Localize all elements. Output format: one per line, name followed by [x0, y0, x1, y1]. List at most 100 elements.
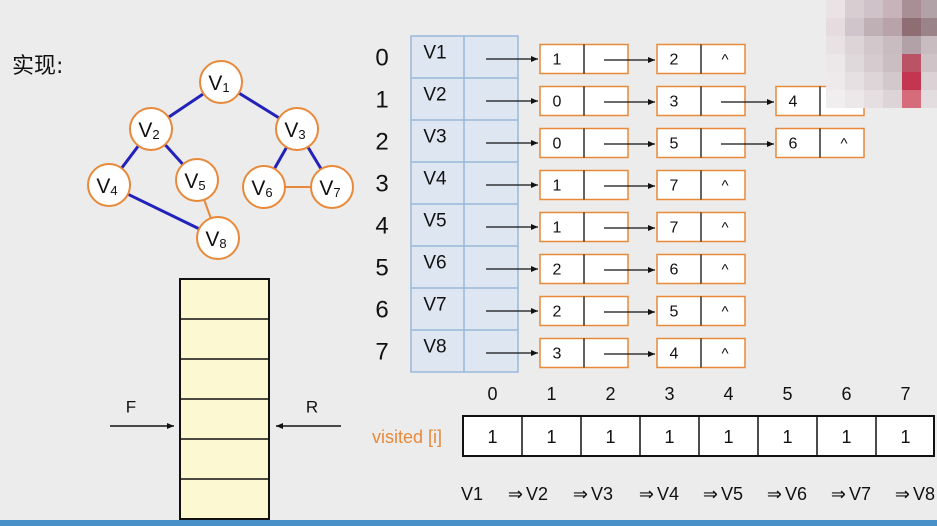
blur-cell [864, 0, 884, 18]
blur-cell [826, 72, 846, 90]
traversal-step: V7 [849, 484, 871, 504]
traversal-arrow: ⇒ [895, 484, 910, 504]
visited-cell-value: 1 [900, 427, 910, 447]
list-node-null: ^ [840, 136, 847, 153]
list-node: 2^ [656, 43, 746, 75]
vertex-label: V8 [205, 228, 226, 251]
blur-cell [902, 90, 922, 108]
graph-vertex-v1: V1 [199, 60, 243, 104]
row-index-label: 5 [375, 255, 388, 282]
blur-cell [864, 90, 884, 108]
vertex-label-subscript: 7 [333, 185, 340, 200]
visited-cell-value: 1 [841, 427, 851, 447]
vertex-label-base: V [284, 119, 298, 142]
vertex-label-subscript: 3 [298, 127, 305, 142]
vertex-label-subscript: 5 [198, 178, 205, 193]
list-node: 6^ [775, 127, 865, 159]
list-node-value: 4 [670, 346, 679, 363]
vertex-circle [87, 163, 131, 207]
visited-cell-value: 1 [782, 427, 792, 447]
graph-vertex-v7: V7 [310, 165, 354, 209]
list-node: 0 [539, 127, 655, 159]
vertex-cell: V1 [423, 43, 446, 64]
vertex-circle [242, 165, 286, 209]
list-node-null: ^ [721, 262, 728, 279]
traversal-step: V2 [526, 484, 548, 504]
list-node-value: 6 [789, 136, 798, 153]
traversal-arrow: ⇒ [767, 484, 782, 504]
list-node-value: 0 [553, 136, 562, 153]
blur-cell [845, 18, 865, 36]
vertex-cell: V4 [423, 169, 447, 190]
visited-cell-value: 1 [487, 427, 497, 447]
blur-cell [864, 18, 884, 36]
blur-cell [826, 90, 846, 108]
slide-title: 实现: [12, 54, 64, 79]
visited-index-label: 2 [605, 384, 615, 404]
list-node-value: 7 [670, 178, 679, 195]
list-node-null: ^ [721, 346, 728, 363]
vertex-circle [129, 107, 173, 151]
graph-vertex-v2: V2 [129, 107, 173, 151]
vertex-label-base: V [96, 175, 110, 198]
row-index-label: 6 [375, 297, 388, 324]
graph-vertex-v5: V5 [175, 158, 219, 202]
vertex-label-subscript: 6 [265, 185, 272, 200]
traversal-arrow: ⇒ [508, 484, 523, 504]
list-node: 0 [539, 85, 655, 117]
blur-cell [921, 54, 937, 72]
blur-cell [845, 36, 865, 54]
blur-cell [902, 0, 922, 18]
blur-cell [845, 54, 865, 72]
traversal-arrow: ⇒ [573, 484, 588, 504]
blur-cell [883, 36, 903, 54]
traversal-step: V5 [721, 484, 743, 504]
vertex-label: V3 [284, 119, 305, 142]
vertex-circle [175, 158, 219, 202]
list-node-value: 2 [553, 304, 562, 321]
row-index-label: 7 [375, 339, 388, 366]
list-node-value: 4 [789, 94, 798, 111]
blur-cell [921, 36, 937, 54]
blur-cell [845, 0, 865, 18]
visited-index-label: 1 [546, 384, 556, 404]
vertex-label: V1 [208, 72, 229, 95]
graph-vertex-v6: V6 [242, 165, 286, 209]
list-node: 2 [539, 253, 655, 285]
blur-cell [864, 72, 884, 90]
vertex-label: V4 [96, 175, 117, 198]
blur-cell [883, 72, 903, 90]
row-index-label: 3 [375, 171, 388, 198]
blur-cell [883, 90, 903, 108]
traversal-arrow: ⇒ [831, 484, 846, 504]
front-pointer-label: F [126, 398, 136, 417]
list-node-value: 3 [553, 346, 562, 363]
blur-cell [902, 18, 922, 36]
vertex-cell: V3 [423, 127, 446, 148]
list-node: 5^ [656, 295, 746, 327]
list-node: 7^ [656, 169, 746, 201]
traversal-step: V8 [913, 484, 935, 504]
vertex-label-subscript: 2 [152, 127, 159, 142]
blur-cell [826, 36, 846, 54]
blur-cell [864, 36, 884, 54]
row-index-label: 1 [375, 87, 388, 114]
list-node-value: 3 [670, 94, 679, 111]
graph-vertex-v3: V3 [275, 107, 319, 151]
blur-cell [902, 54, 922, 72]
vertex-circle [310, 165, 354, 209]
list-node-value: 1 [553, 52, 562, 69]
list-node: 4^ [656, 337, 746, 369]
vertex-label-base: V [138, 119, 152, 142]
visited-index-label: 5 [782, 384, 792, 404]
vertex-circle [199, 60, 243, 104]
blur-cell [883, 54, 903, 72]
vertex-label-subscript: 1 [222, 80, 229, 95]
